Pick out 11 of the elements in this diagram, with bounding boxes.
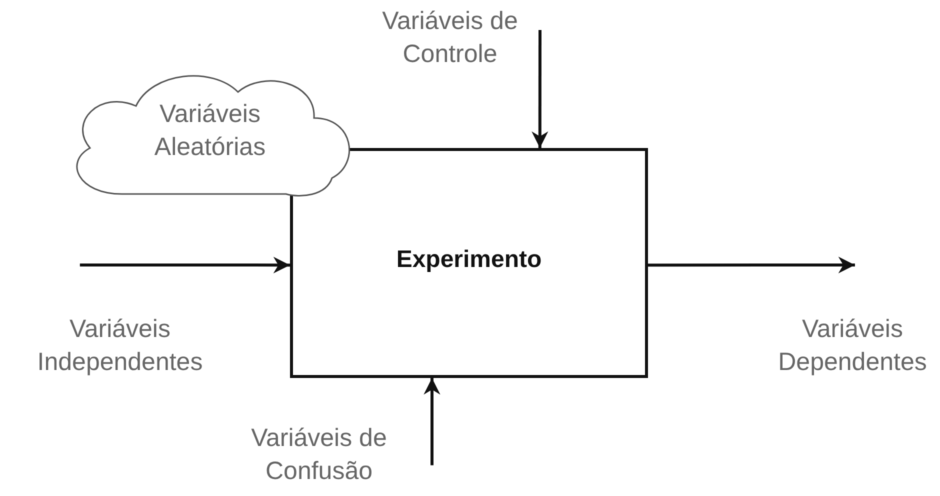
- process-box: [290, 148, 648, 378]
- cloud-label: Variáveis Aleatórias: [153, 99, 267, 162]
- arrow: [424, 378, 440, 466]
- variable-label: Variáveis de Confusão: [240, 422, 432, 494]
- box-title: Experimento: [395, 245, 543, 275]
- arrow: [80, 256, 290, 274]
- arrow: [648, 256, 855, 274]
- variable-label: Variáveis Dependentes: [765, 265, 940, 387]
- variable-label: Variáveis de Controle: [360, 5, 540, 80]
- variable-label: Variáveis Independentes: [0, 265, 240, 387]
- arrow: [532, 30, 548, 148]
